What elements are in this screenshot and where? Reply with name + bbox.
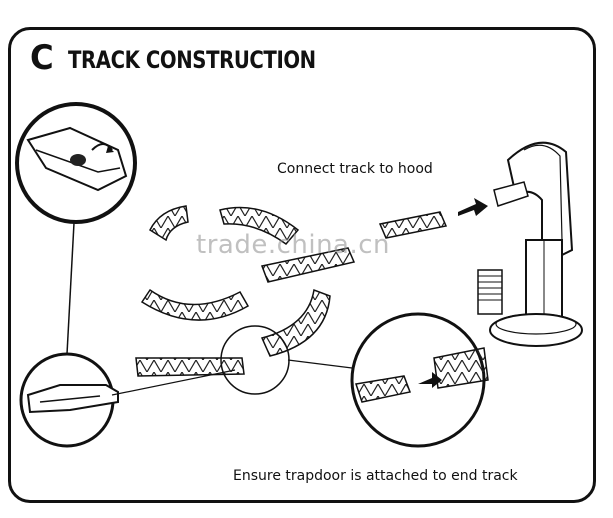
caption-trapdoor: Ensure trapdoor is attached to end track bbox=[233, 468, 518, 484]
caption-connect: Connect track to hood bbox=[277, 161, 433, 177]
straight-track-upper bbox=[260, 247, 356, 283]
watermark: trade.china.cn bbox=[196, 230, 391, 260]
curved-track-top bbox=[149, 205, 300, 246]
detail-circle-bottom bbox=[19, 352, 119, 448]
section-title: TRACK CONSTRUCTION bbox=[68, 46, 316, 74]
leader-line bbox=[287, 359, 353, 369]
arrow-to-hood bbox=[458, 198, 488, 216]
detail-circle-right bbox=[350, 312, 489, 448]
straight-track-to-hood bbox=[378, 211, 448, 239]
section-letter: C bbox=[30, 38, 54, 78]
curved-track-right bbox=[260, 288, 331, 357]
hood-tower bbox=[477, 141, 583, 347]
leader-line bbox=[66, 222, 75, 355]
curved-track-middle bbox=[140, 288, 250, 321]
straight-track-lower bbox=[135, 357, 245, 377]
detail-circle-top bbox=[15, 102, 137, 224]
